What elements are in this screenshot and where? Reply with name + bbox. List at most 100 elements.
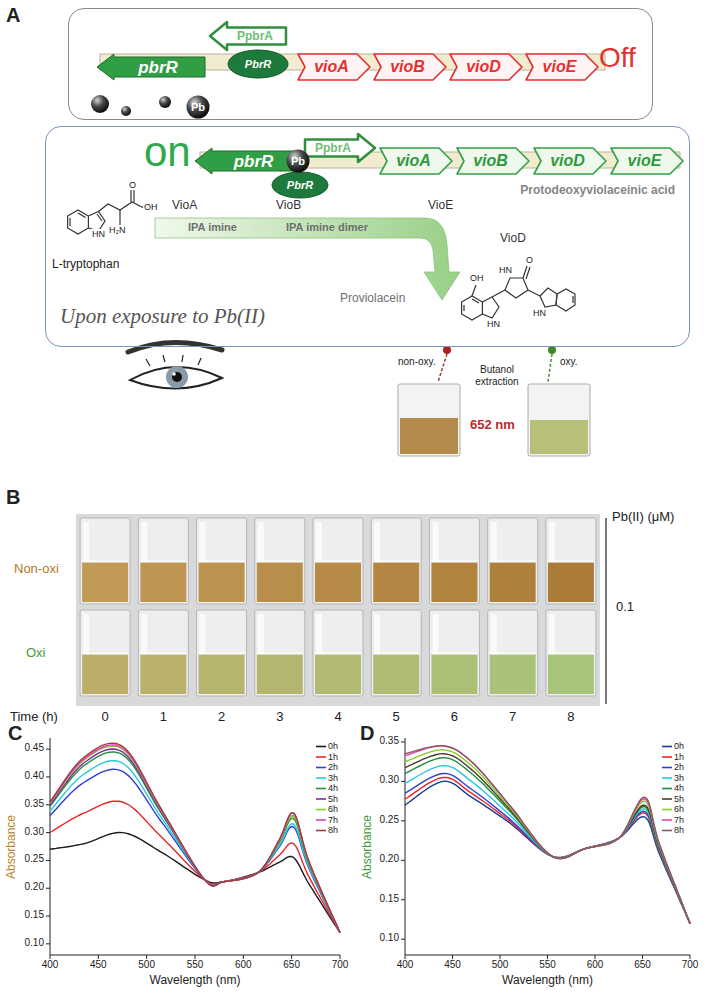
legend-line [316, 798, 326, 800]
legend-text: 7h [674, 815, 684, 825]
arrow-outline [450, 54, 522, 80]
meniscus [548, 652, 594, 655]
arrow-outline [374, 54, 446, 80]
atom-label: HN [486, 319, 501, 329]
gene-arrow: vioE [610, 147, 684, 175]
atom-label: OH [469, 273, 485, 283]
legend-text: 3h [328, 773, 338, 783]
tick-mark [401, 939, 405, 940]
tick-mark [46, 749, 50, 750]
time-value: 5 [381, 710, 411, 725]
drawing-part [398, 384, 460, 456]
intermediate-label: Protodeoxyviolaceinic acid [520, 184, 675, 198]
ball-shape [187, 96, 210, 119]
compound-name: Proviolacein [340, 292, 405, 306]
legend-line [662, 777, 672, 779]
spectrum-curve [405, 766, 690, 924]
tick-mark [401, 899, 405, 900]
time-value: 4 [323, 710, 353, 725]
legend-line [662, 788, 672, 790]
tick-label: 0.15 [367, 893, 399, 905]
cuvette-glass [255, 610, 305, 696]
drawing-part [146, 359, 150, 366]
lead-ball [121, 106, 131, 116]
cuvette-liquid [373, 654, 419, 694]
meniscus [548, 560, 594, 563]
legend-text: 7h [328, 815, 338, 825]
arrow-outline [380, 148, 452, 174]
gene-arrow: vioA [297, 53, 371, 81]
cuvette-liquid [199, 654, 245, 694]
tick-mark [500, 955, 501, 959]
axis-title: Wavelength (nm) [488, 974, 608, 988]
node-text: Pb [291, 156, 305, 167]
legend-line [316, 819, 326, 821]
cuvette-glass [313, 518, 363, 604]
spectrum-curve [50, 746, 340, 933]
atom-label: O [525, 255, 534, 265]
drawing-part [163, 355, 165, 362]
drawing-part [400, 418, 458, 454]
tick-label: 700 [325, 959, 355, 971]
cuvette-glass [138, 610, 188, 696]
drawing-part [78, 213, 86, 218]
cuvette-liquid [199, 562, 245, 602]
panel-letter: C [8, 722, 22, 745]
cuvette-glass [80, 610, 130, 696]
tick-label: 550 [180, 959, 210, 971]
meniscus [431, 560, 477, 563]
legend-text: 5h [674, 794, 684, 804]
drawing-part [463, 305, 464, 311]
legend-text: 1h [328, 752, 338, 762]
spectrum-curve [50, 745, 340, 933]
spectrum-curve [405, 746, 690, 924]
promoter-arrow: PpbrA [209, 21, 287, 51]
tick-mark [401, 860, 405, 861]
atom-label: OH [143, 202, 159, 212]
atom-label: H₂N [108, 225, 127, 235]
legend-line [662, 798, 672, 800]
legend-text: 8h [328, 825, 338, 835]
drawing-part [572, 296, 573, 303]
legend-text: 5h [328, 794, 338, 804]
spectrum-curve [405, 746, 690, 924]
legend-line [316, 756, 326, 758]
time-value: 3 [265, 710, 295, 725]
tick-label: 400 [35, 959, 65, 971]
axis-title: Absorbance [361, 814, 375, 878]
legend-text: 6h [328, 804, 338, 814]
arrow-outline [210, 22, 286, 50]
time-value: 8 [556, 710, 586, 725]
tick-mark [340, 955, 341, 959]
tick-label: 600 [228, 959, 258, 971]
node-text: vioB [390, 59, 425, 75]
time-value: 0 [90, 710, 120, 725]
node-text: pbrR [234, 153, 274, 170]
drawing-part [128, 342, 222, 352]
drawing-part [505, 278, 528, 298]
node-text: PpbrA [237, 30, 273, 42]
cuvette-glass [371, 518, 421, 604]
intermediate-label: IPA imine [188, 221, 237, 234]
cuvette-liquid [490, 654, 536, 694]
cuvette-glass [197, 610, 247, 696]
cuvette-glass [546, 518, 596, 604]
spectrum-curve [405, 754, 690, 924]
ball-shape [287, 150, 310, 173]
tick-label: 0.10 [12, 937, 44, 949]
drawing-part [472, 299, 479, 303]
legend-text: 1h [674, 752, 684, 762]
cuvette-liquid [431, 562, 477, 602]
legend-line [662, 819, 672, 821]
atom-label: HN [532, 308, 547, 318]
gene-arrow: vioD [533, 147, 607, 175]
drawing-part [548, 354, 552, 382]
meniscus [257, 652, 303, 655]
drawing-part [492, 290, 505, 297]
axis-title: Wavelength (nm) [135, 974, 255, 988]
tick-mark [50, 955, 51, 959]
protein-outline [228, 50, 288, 78]
eye-icon [128, 342, 222, 388]
drawing-part [68, 210, 89, 234]
time-value: 6 [439, 710, 469, 725]
